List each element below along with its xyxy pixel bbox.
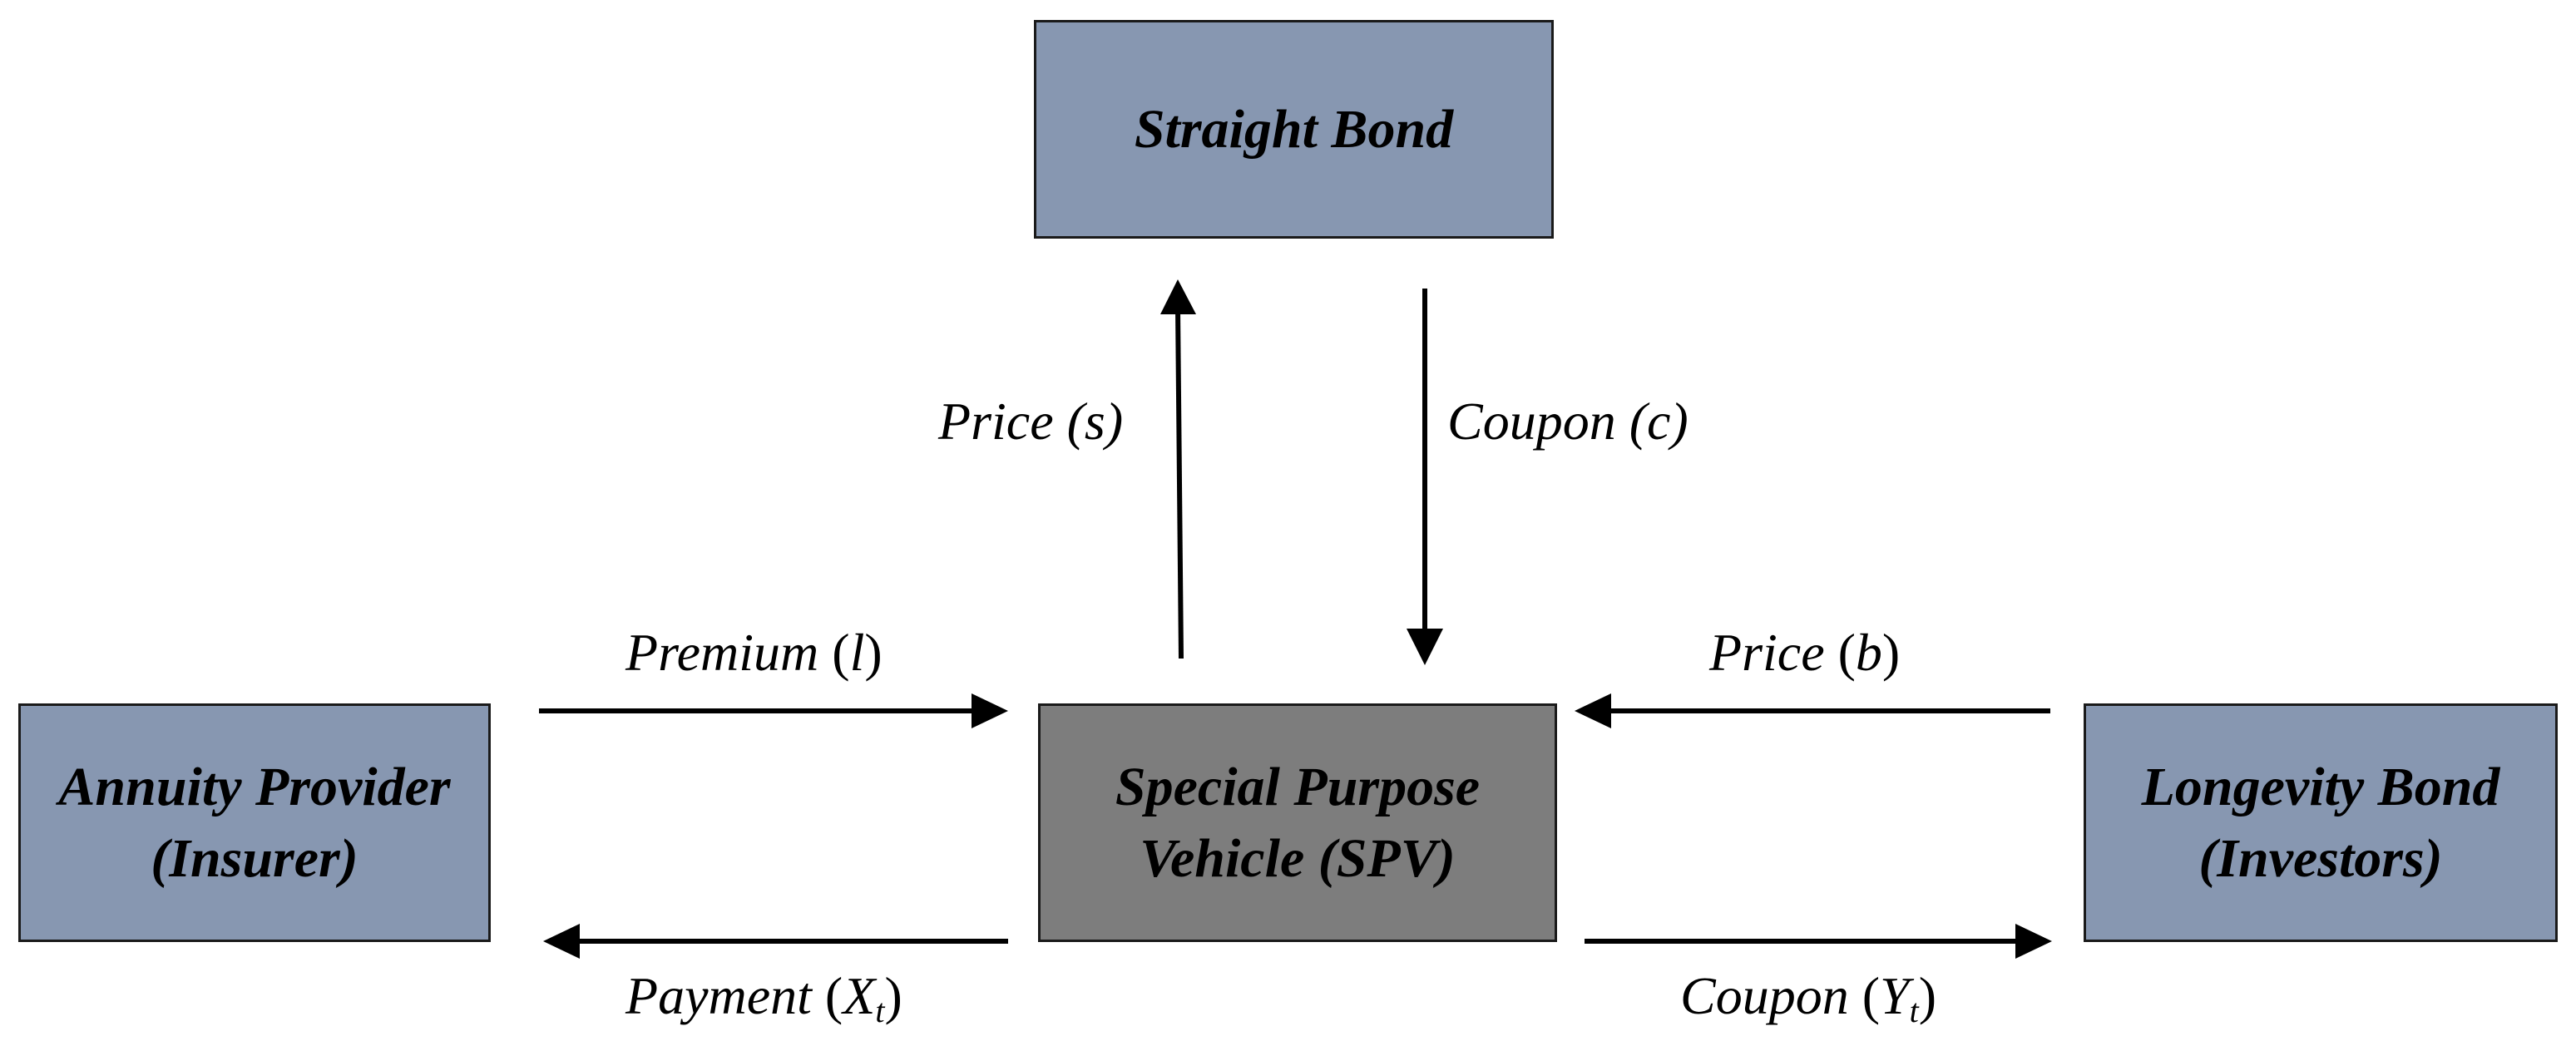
coupon-c-arrow (1407, 289, 1443, 665)
straight-bond-title: Straight Bond (1134, 98, 1454, 160)
price-b-arrow (1575, 693, 2050, 728)
price-b-label: Price (b) (1709, 623, 1901, 682)
annuity-provider-title: Annuity Provider (58, 756, 451, 817)
coupon-y-label: Coupon (Yt) (1680, 966, 1937, 1029)
straight-bond-box: Straight Bond (1034, 20, 1554, 239)
premium-l-arrow (539, 693, 1008, 728)
payment-x-label: Payment (Xt) (625, 966, 902, 1029)
spv-title: Special Purpose (1115, 756, 1481, 817)
spv-subtitle: Vehicle (SPV) (1140, 827, 1456, 889)
spv-box: Special Purpose Vehicle (SPV) (1038, 703, 1557, 942)
annuity-provider-box: Annuity Provider (Insurer) (18, 703, 491, 942)
price-s-arrow (1160, 279, 1196, 659)
longevity-bond-subtitle: (Investors) (2198, 827, 2443, 889)
coupon-c-label: Coupon (c) (1447, 392, 1688, 451)
longevity-bond-title: Longevity Bond (2141, 756, 2500, 817)
premium-l-label: Premium (l) (625, 623, 883, 682)
payment-x-arrow (543, 924, 1008, 959)
price-s-label: Price (s) (938, 392, 1124, 451)
annuity-provider-subtitle: (Insurer) (151, 827, 358, 889)
coupon-y-arrow (1585, 924, 2052, 959)
longevity-bond-box: Longevity Bond (Investors) (2084, 703, 2558, 942)
